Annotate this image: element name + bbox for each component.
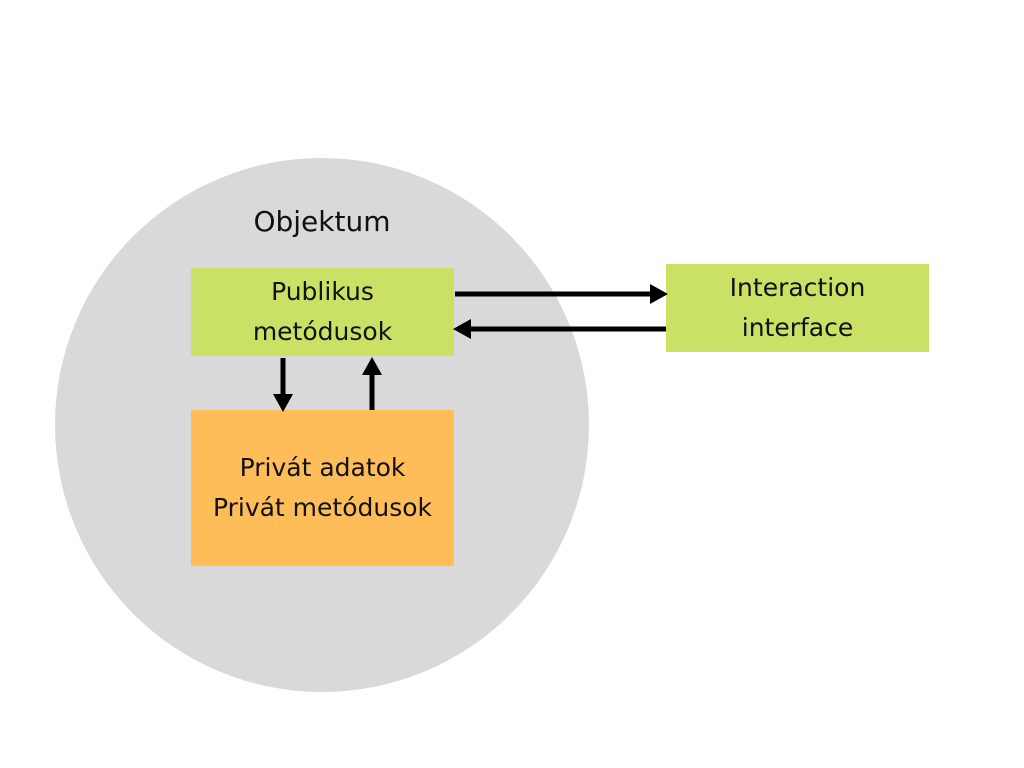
- arrow-private-to-public: [362, 357, 382, 410]
- private-data-label: Privát adatok: [239, 453, 406, 482]
- arrow-public-to-interface: [455, 284, 668, 304]
- public-methods-line-2: metódusok: [252, 317, 393, 346]
- interaction-interface-box: Interaction interface: [666, 264, 929, 352]
- private-block-box: Privát adatok Privát metódusok: [191, 410, 454, 566]
- arrow-public-to-private: [273, 358, 293, 412]
- arrow-interface-to-public: [453, 319, 666, 339]
- object-title: Objektum: [253, 205, 391, 238]
- interaction-interface-line-1: Interaction: [729, 273, 866, 302]
- public-methods-box: Publikus metódusok: [191, 268, 454, 356]
- public-methods-line-1: Publikus: [271, 277, 374, 306]
- private-methods-label: Privát metódusok: [212, 493, 433, 522]
- interaction-interface-line-2: interface: [741, 313, 854, 342]
